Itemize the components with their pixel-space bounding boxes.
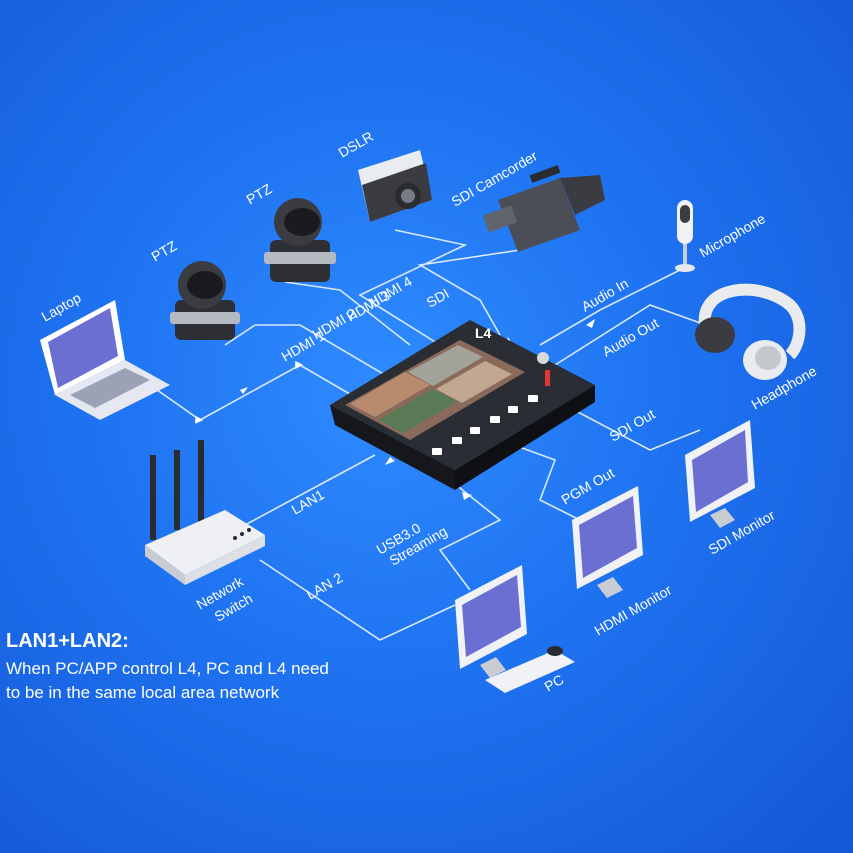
- wire-audio-in: [539, 269, 681, 346]
- microphone: [675, 200, 695, 272]
- label-lan-2: LAN 2: [304, 569, 346, 602]
- arrow-hdmi1: [240, 387, 248, 394]
- arrow-audio-in: [586, 319, 595, 328]
- network-switch: [145, 440, 265, 585]
- ptz-camera-1: [170, 261, 240, 340]
- wire-sdi: [417, 249, 521, 336]
- label-ptz-1: PTZ: [149, 237, 180, 264]
- switcher-logo: L4: [475, 325, 492, 341]
- switcher-buttons: [432, 395, 538, 455]
- wire-hdmi1: [149, 360, 361, 424]
- wire-pgm-out: [499, 439, 581, 521]
- label-audio-out: Audio Out: [600, 315, 662, 360]
- dslr-camera: [358, 150, 432, 222]
- wire-hdmi4: [358, 229, 468, 346]
- wire-usb: [438, 479, 502, 591]
- headphone: [695, 283, 806, 380]
- label-sdi-in: SDI: [424, 285, 452, 311]
- sdi-monitor: [685, 420, 755, 528]
- lan-note-line1: When PC/APP control L4, PC and L4 need: [6, 659, 329, 678]
- label-ptz-2: PTZ: [244, 180, 275, 207]
- wire-sdi-out: [554, 399, 701, 451]
- lan-note: LAN1+LAN2: When PC/APP control L4, PC an…: [6, 630, 386, 705]
- lan-note-title: LAN1+LAN2:: [6, 630, 129, 652]
- label-microphone: Microphone: [697, 210, 769, 261]
- wire-lan2: [259, 559, 456, 641]
- laptop: [40, 300, 170, 420]
- arrow-pgm-out: [462, 492, 472, 500]
- l4-switcher: L4: [330, 320, 595, 490]
- ptz-camera-2: [264, 198, 336, 282]
- lan-note-line2: to be in the same local area network: [6, 683, 280, 702]
- wire-hdmi3: [284, 281, 411, 346]
- label-sdi-out: SDI Out: [607, 406, 658, 445]
- label-pgm-out: PGM Out: [559, 465, 618, 508]
- label-hdmi-4: HDMI 4: [366, 273, 415, 311]
- sdi-camcorder: [482, 165, 605, 252]
- pc: [455, 565, 575, 693]
- wires: [149, 229, 721, 641]
- arrow-lan1: [385, 457, 395, 465]
- wire-audio-out: [554, 304, 721, 366]
- label-laptop: Laptop: [39, 289, 84, 324]
- label-audio-in: Audio In: [579, 275, 631, 315]
- label-dslr: DSLR: [336, 128, 376, 161]
- wire-hdmi2: [224, 324, 386, 376]
- wire-lan1: [244, 454, 376, 526]
- hdmi-monitor: [572, 486, 643, 598]
